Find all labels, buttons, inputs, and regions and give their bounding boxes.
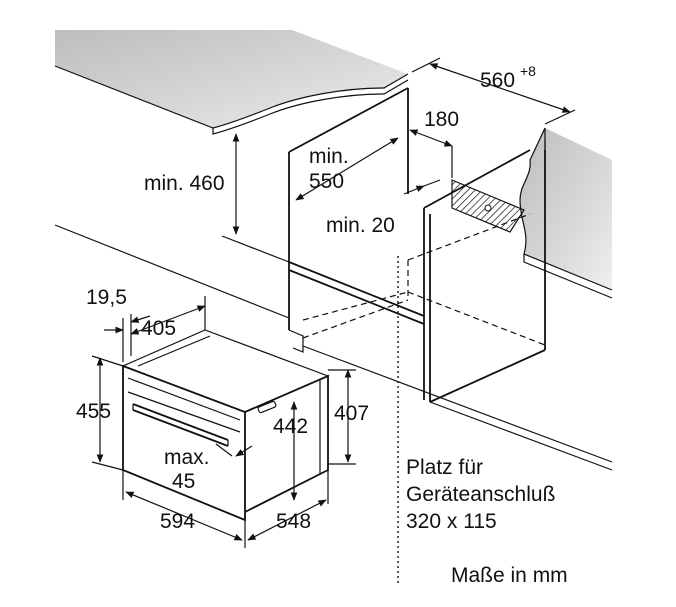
label-door-open-line1: max. — [164, 446, 210, 469]
cabinet-frame — [288, 87, 546, 403]
left-countertop — [54, 30, 409, 135]
dimension-lines — [91, 57, 576, 548]
floor-lines — [54, 224, 613, 471]
label-body-height: 407 — [334, 402, 369, 425]
label-rear-gap: 180 — [424, 108, 459, 131]
right-countertop — [519, 127, 613, 299]
label-front-offset: 19,5 — [86, 286, 127, 309]
dimension-labels: 560 +8 180 min. 550 min. 460 min. 20 19,… — [76, 63, 536, 533]
label-min-depth-line1: min. — [309, 145, 349, 168]
note-connection-line3: 320 x 115 — [406, 510, 497, 533]
label-door-open-line2: 45 — [172, 470, 195, 493]
label-inner-height: 442 — [273, 415, 308, 438]
note-connection-line1: Platz für — [406, 456, 483, 479]
note-connection-line2: Geräteanschluß — [406, 483, 555, 506]
label-body-depth: 548 — [276, 510, 311, 533]
label-front-height: 455 — [76, 400, 111, 423]
rear-vent-opening — [451, 179, 525, 233]
label-min-depth-line2: 550 — [309, 170, 344, 193]
label-front-width: 594 — [160, 510, 195, 533]
label-body-depth-top: 405 — [141, 317, 176, 340]
hidden-lines — [302, 213, 546, 585]
note-units: Maße in mm — [451, 564, 568, 587]
label-min-gap: min. 20 — [326, 214, 395, 237]
label-niche-width: 560 — [480, 69, 515, 92]
label-min-height: min. 460 — [144, 172, 225, 195]
notes: Platz für Geräteanschluß 320 x 115 Maße … — [406, 456, 568, 587]
label-niche-width-tolerance: +8 — [520, 63, 536, 79]
